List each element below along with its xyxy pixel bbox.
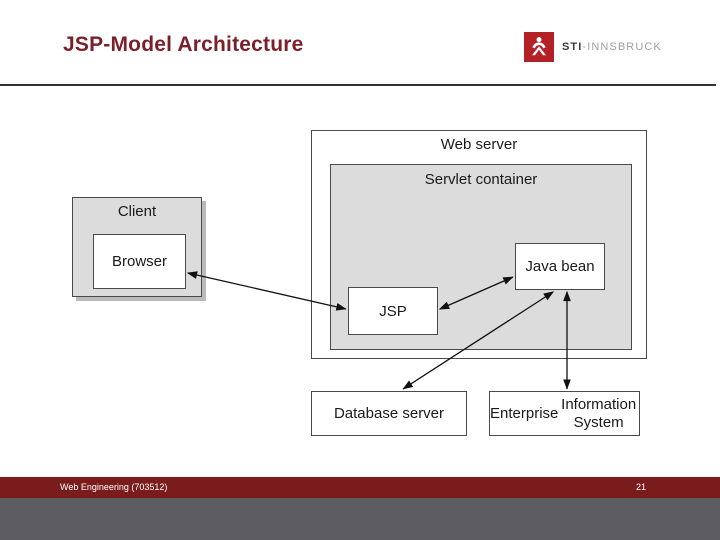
enterprise-information-system-box: Enterprise Information System bbox=[489, 391, 640, 436]
footer-course-label: Web Engineering (703512) bbox=[60, 482, 168, 492]
page-title: JSP-Model Architecture bbox=[63, 33, 304, 56]
jsp-box: JSP bbox=[348, 287, 438, 335]
browser-label: Browser bbox=[111, 253, 167, 270]
footer-page-number: 21 bbox=[636, 482, 647, 492]
footer-strip bbox=[0, 498, 720, 540]
client-label: Client bbox=[117, 203, 157, 220]
eis-label-line1: Enterprise bbox=[490, 404, 559, 422]
logo: STI-INNSBRUCK bbox=[524, 31, 661, 63]
logo-text: STI-INNSBRUCK bbox=[562, 40, 662, 53]
header-divider bbox=[0, 84, 716, 86]
database-server-box: Database server bbox=[311, 391, 467, 436]
sti-innsbruck-logo-mark-icon bbox=[524, 32, 554, 62]
java-bean-box: Java bean bbox=[515, 243, 605, 290]
eis-label-line2: Information System bbox=[561, 395, 637, 431]
browser-box: Browser bbox=[93, 234, 186, 289]
footer-bar bbox=[0, 477, 720, 498]
web-server-label: Web server bbox=[440, 136, 518, 153]
logo-text-secondary: INNSBRUCK bbox=[587, 40, 662, 53]
servlet-container-label: Servlet container bbox=[424, 171, 538, 188]
java-bean-label: Java bean bbox=[525, 258, 595, 275]
jsp-label: JSP bbox=[379, 302, 407, 320]
logo-text-separator: - bbox=[582, 40, 588, 53]
logo-text-primary: STI bbox=[562, 40, 583, 53]
database-server-label: Database server bbox=[333, 405, 445, 422]
